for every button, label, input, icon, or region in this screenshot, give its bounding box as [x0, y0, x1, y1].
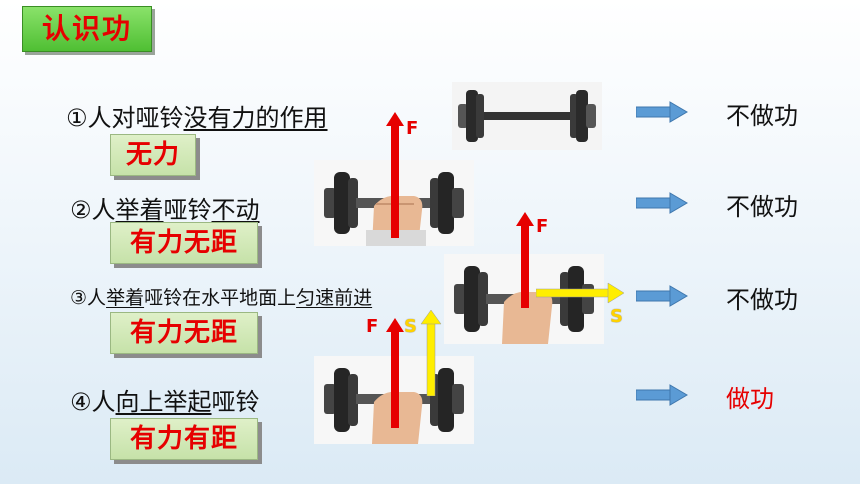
row-2-mid: 哑铃 [163, 196, 212, 224]
row-3-number: ③ [70, 287, 88, 309]
right-arrow-icon [636, 101, 688, 123]
row-2-tag: 有力无距 [110, 222, 258, 264]
row-4-pre: 人 [91, 388, 116, 416]
distance-label-4: S [404, 316, 417, 337]
row-3-text: ③人举着哑铃在水平地面上匀速前进 [70, 283, 372, 310]
distance-arrow-3 [536, 282, 624, 304]
right-arrow-icon [636, 285, 688, 307]
force-label-4: F [366, 316, 379, 337]
row-1-tag: 无力 [110, 134, 196, 176]
row-3-underlined-2: 匀速前进 [296, 287, 373, 309]
row-4-mid: 哑铃 [211, 388, 260, 416]
row-1-text: ①人对哑铃没有力的作用 [66, 98, 328, 133]
row-2-underlined-2: 不动 [211, 196, 260, 224]
force-label-2: F [406, 118, 419, 139]
page-title: 认识功 [22, 6, 152, 52]
row-3-underlined-1: 举着 [106, 287, 145, 309]
row-4-number: ④ [70, 388, 92, 416]
row-2-underlined-1: 举着 [115, 196, 164, 224]
row-3-mid: 哑铃在水平地面上 [144, 287, 297, 309]
row-4-underlined: 向上举起 [115, 388, 212, 416]
right-arrow-icon [636, 192, 688, 214]
row-4-tag: 有力有距 [110, 418, 258, 460]
row-3-tag: 有力无距 [110, 312, 258, 354]
dumbbell-photo [452, 82, 602, 150]
row-4-result: 做功 [726, 385, 774, 413]
row-2-text: ②人举着哑铃不动 [70, 190, 260, 225]
dumbbell-icon [452, 82, 602, 150]
row-3-result: 不做功 [726, 286, 798, 314]
row-2-pre: 人 [91, 196, 116, 224]
distance-arrow-4 [420, 310, 442, 396]
row-1-number: ① [66, 104, 88, 132]
force-arrow-3 [516, 212, 534, 308]
row-1-underlined: 没有力的作用 [183, 104, 328, 132]
row-2-number: ② [70, 196, 92, 224]
right-arrow-icon [636, 384, 688, 406]
force-arrow-4 [386, 318, 404, 428]
row-1-pre: 人对哑铃 [87, 104, 184, 132]
row-4-text: ④人向上举起哑铃 [70, 382, 260, 417]
row-2-result: 不做功 [726, 193, 798, 221]
distance-label-3: S [610, 306, 623, 327]
row-3-pre: 人 [87, 287, 107, 309]
row-1-result: 不做功 [726, 102, 798, 130]
force-label-3: F [536, 216, 549, 237]
force-arrow-2 [386, 112, 404, 238]
